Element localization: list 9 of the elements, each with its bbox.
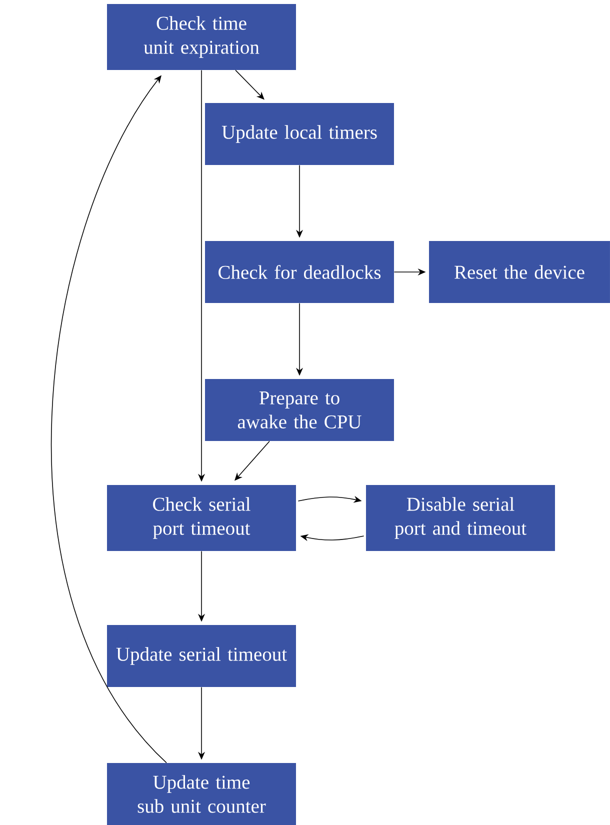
process-box: Prepare to awake the CPU (205, 379, 394, 441)
process-box: Check serial port timeout (107, 485, 296, 551)
process-box: Update serial timeout (107, 625, 296, 687)
process-box: Disable serial port and timeout (366, 485, 555, 551)
process-box: Check for deadlocks (205, 241, 394, 303)
process-box: Update local timers (205, 103, 394, 165)
process-box: Check time unit expiration (107, 4, 296, 70)
process-box: Reset the device (429, 241, 610, 303)
process-box: Update time sub unit counter (107, 763, 296, 825)
